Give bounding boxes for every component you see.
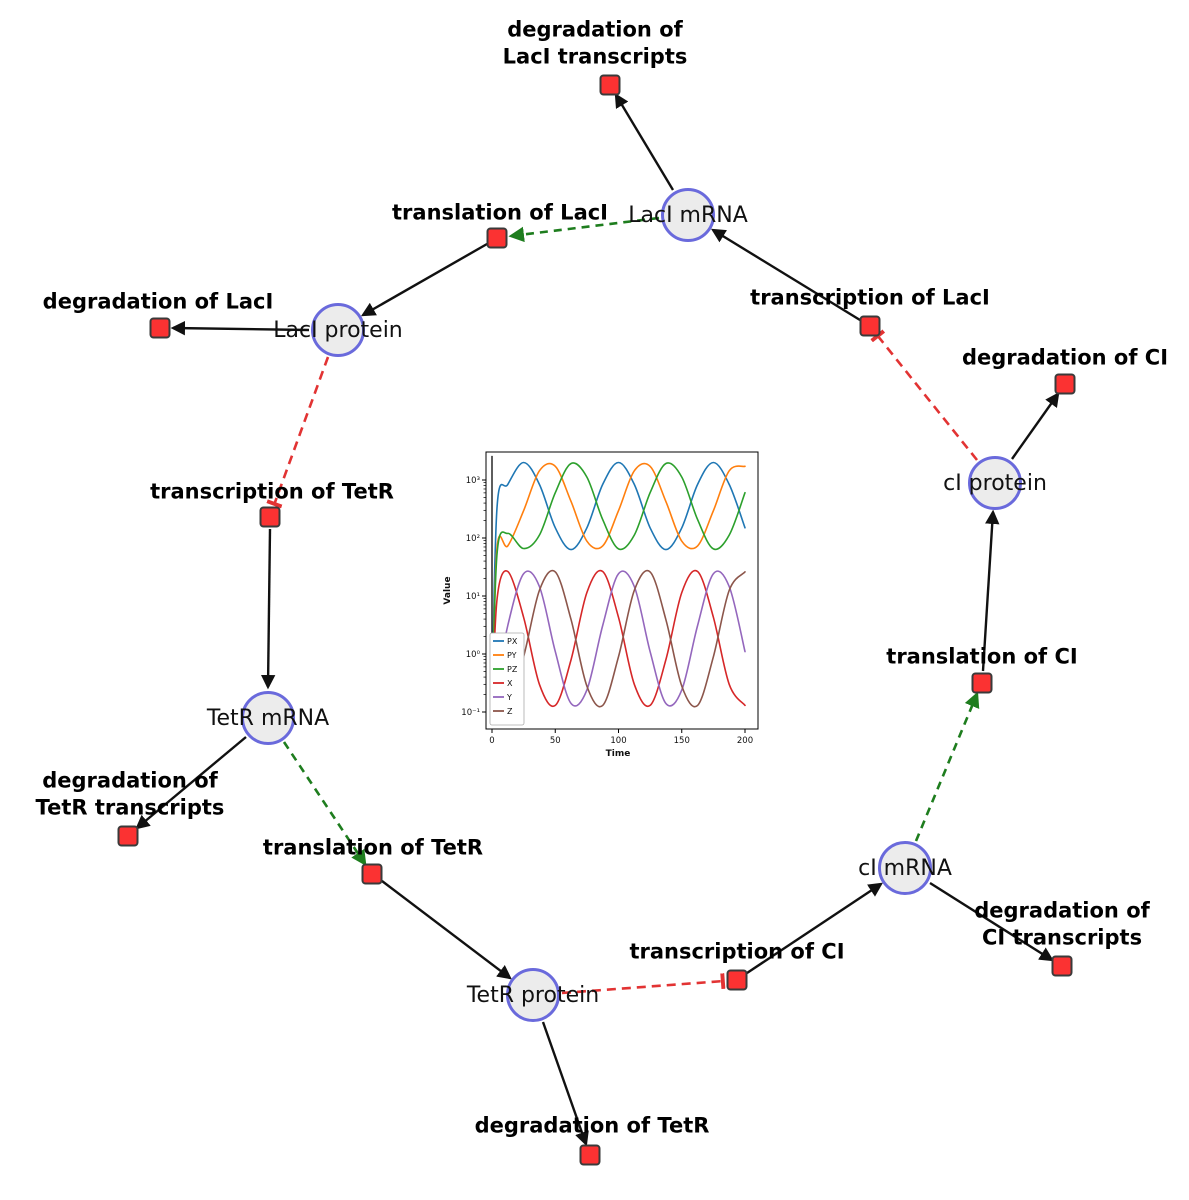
y-tick-label: 10³: [466, 476, 480, 486]
species-label-laci-protein: LacI protein: [273, 317, 403, 343]
species-node-ci-protein[interactable]: cI protein: [943, 456, 1047, 510]
species-node-tetr-mrna[interactable]: TetR mRNA: [207, 691, 329, 745]
reaction-label-transcription-of-ci: transcription of CI: [629, 939, 845, 964]
reaction-label-degradation-of-ci-transcripts: degradation of CI transcripts: [974, 898, 1150, 950]
edge-ci-protein-inhibits-transcription-laci: [870, 329, 979, 461]
reaction-label-transcription-of-tetr: transcription of TetR: [150, 479, 394, 504]
legend-label-X: X: [507, 679, 513, 688]
edge-tetr-mrna-to-degradation-transcripts: [135, 736, 247, 830]
reaction-node-degradation-of-ci[interactable]: [1054, 373, 1076, 395]
reaction-node-degradation-of-tetr[interactable]: [579, 1144, 601, 1166]
edge-translation-laci-to-laci-protein: [360, 242, 488, 317]
reaction-label-translation-of-laci: translation of LacI: [392, 200, 608, 225]
edge-laci-mrna-modifier-translation: [508, 216, 660, 243]
plot-area: [485, 451, 759, 730]
series-line-PZ: [491, 462, 746, 713]
species-node-laci-protein[interactable]: LacI protein: [273, 303, 403, 357]
species-label-ci-mrna: cI mRNA: [858, 855, 952, 881]
legend-label-Z: Z: [507, 707, 513, 716]
x-tick-label: 50: [550, 736, 561, 746]
reaction-node-translation-of-laci[interactable]: [486, 227, 508, 249]
species-node-laci-mrna[interactable]: LacI mRNA: [628, 188, 748, 242]
reaction-label-degradation-of-tetr-transcripts: degradation of TetR transcripts: [35, 768, 225, 820]
edge-transcription-tetr-to-tetr-mrna: [260, 528, 276, 690]
x-tick-label: 200: [737, 736, 753, 746]
legend-label-Y: Y: [506, 693, 512, 702]
legend-box: [489, 632, 525, 726]
reaction-node-degradation-of-laci-transcripts[interactable]: [599, 74, 621, 96]
edge-laci-mrna-to-degradation-transcripts: [614, 92, 675, 191]
species-label-laci-mrna: LacI mRNA: [628, 202, 748, 228]
x-tick-label: 100: [610, 736, 626, 746]
edge-transcription-laci-to-laci-mrna: [710, 228, 861, 322]
series-line-PX: [491, 461, 746, 703]
reaction-label-translation-of-ci: translation of CI: [886, 644, 1078, 669]
y-tick-label: 10⁰: [466, 650, 481, 660]
series-line-X: [491, 569, 746, 713]
edge-laci-protein-to-degradation: [170, 320, 310, 336]
edge-laci-protein-inhibits-transcription-tetr: [266, 356, 330, 509]
species-node-ci-mrna[interactable]: cI mRNA: [858, 841, 952, 895]
reaction-node-transcription-of-ci[interactable]: [726, 969, 748, 991]
reaction-label-degradation-of-ci: degradation of CI: [961, 345, 1169, 370]
reaction-node-degradation-of-tetr-transcripts[interactable]: [117, 825, 139, 847]
y-tick-label: 10²: [466, 534, 480, 544]
reaction-label-degradation-of-laci-transcripts: degradation of LacI transcripts: [502, 17, 688, 69]
edge-ci-protein-to-degradation: [1011, 392, 1060, 460]
species-label-tetr-mrna: TetR mRNA: [206, 705, 330, 731]
y-tick-label: 10¹: [466, 592, 480, 602]
edge-translation-tetr-to-tetr-protein: [381, 880, 512, 980]
reaction-node-translation-of-tetr[interactable]: [361, 863, 383, 885]
legend-label-PZ: PZ: [507, 665, 518, 674]
x-tick-label: 0: [489, 736, 494, 746]
species-label-tetr-protein: TetR protein: [466, 982, 600, 1008]
legend-label-PX: PX: [507, 637, 518, 646]
edge-ci-mrna-modifier-translation: [914, 691, 980, 842]
reaction-label-degradation-of-tetr: degradation of TetR: [474, 1113, 710, 1138]
reaction-node-translation-of-ci[interactable]: [971, 672, 993, 694]
reaction-node-degradation-of-ci-transcripts[interactable]: [1051, 955, 1073, 977]
edge-transcription-ci-to-ci-mrna: [746, 882, 883, 974]
edge-tetr-protein-to-degradation: [541, 1021, 589, 1147]
reaction-label-degradation-of-laci: degradation of LacI: [42, 289, 274, 314]
species-label-ci-protein: cI protein: [943, 470, 1047, 496]
species-node-tetr-protein[interactable]: TetR protein: [467, 968, 599, 1022]
edge-translation-ci-to-ci-protein: [981, 509, 1000, 672]
series-line-Y: [491, 570, 746, 713]
legend-label-PY: PY: [507, 651, 517, 660]
y-axis-label: Value: [443, 576, 453, 604]
edge-ci-mrna-to-degradation-transcripts: [929, 881, 1055, 962]
reaction-label-transcription-of-laci: transcription of LacI: [750, 285, 990, 310]
reaction-node-degradation-of-laci[interactable]: [149, 317, 171, 339]
x-axis-label: Time: [606, 749, 631, 759]
edge-tetr-mrna-modifier-translation: [282, 741, 367, 867]
reaction-node-transcription-of-tetr[interactable]: [259, 506, 281, 528]
reaction-node-transcription-of-laci[interactable]: [859, 315, 881, 337]
edge-tetr-protein-inhibits-transcription-ci: [561, 973, 726, 995]
reaction-label-translation-of-tetr: translation of TetR: [262, 835, 484, 860]
y-tick-label: 10⁻¹: [461, 708, 480, 718]
series-line-PY: [491, 462, 746, 709]
x-tick-label: 150: [674, 736, 690, 746]
